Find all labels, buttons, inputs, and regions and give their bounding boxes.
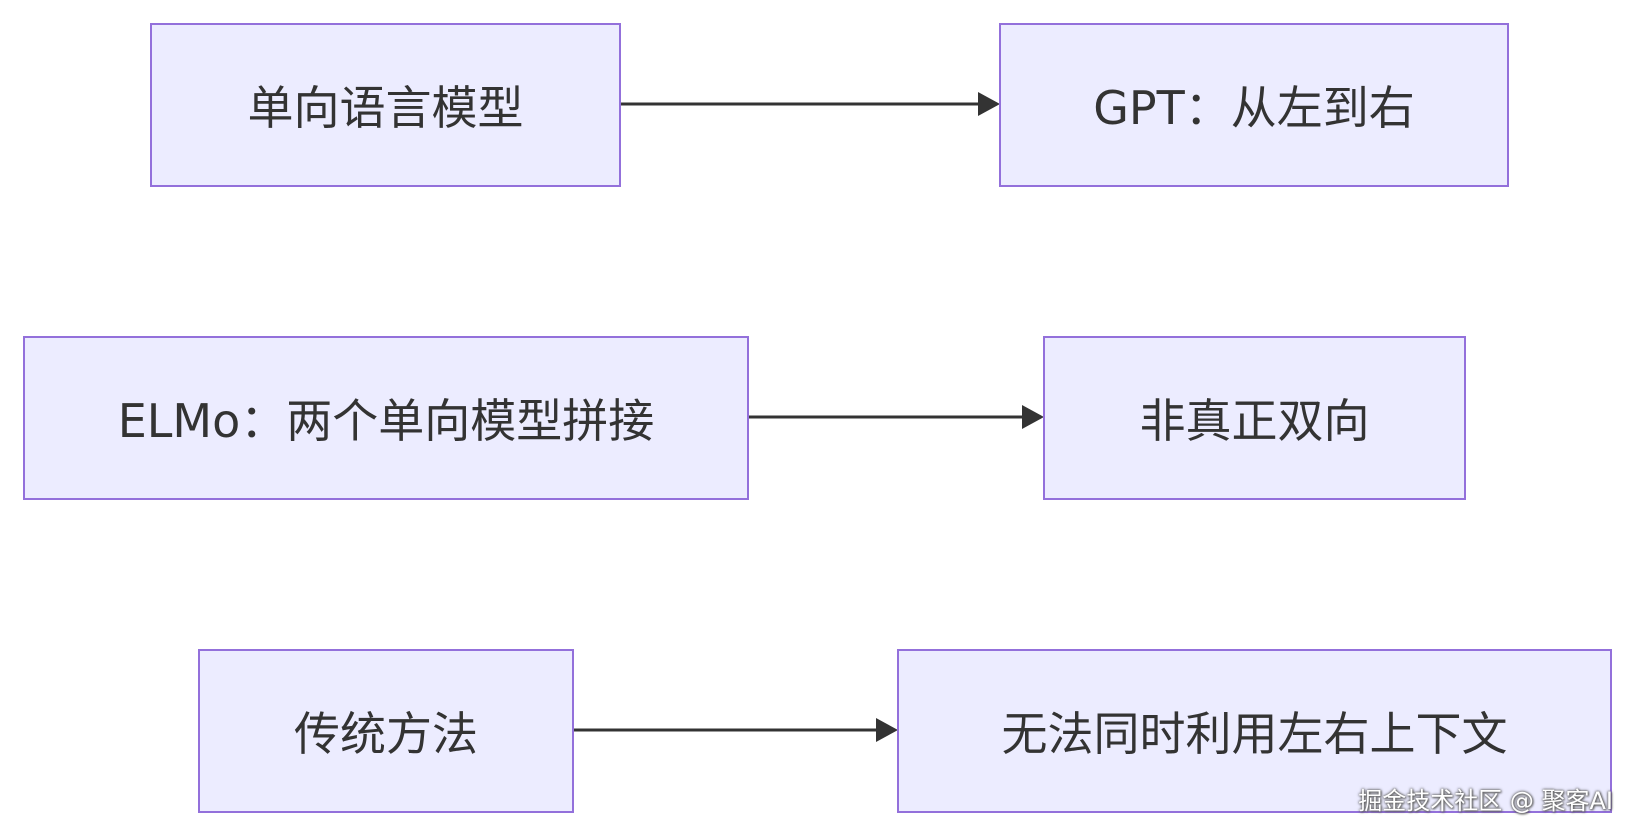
node-elmo: ELMo：两个单向模型拼接 xyxy=(23,336,749,500)
node-unidirectional-lm: 单向语言模型 xyxy=(150,23,621,187)
edge-n1-n2-arrowhead xyxy=(978,92,1000,116)
edge-n3-n4-arrowhead xyxy=(1022,405,1044,429)
node-traditional-methods-label: 传统方法 xyxy=(294,707,478,761)
node-cannot-use-both-contexts: 无法同时利用左右上下文 xyxy=(897,649,1612,813)
watermark: 掘金技术社区 @ 聚客AI xyxy=(1358,787,1613,815)
node-not-truly-bidirectional: 非真正双向 xyxy=(1043,336,1466,500)
node-gpt-label: GPT：从左到右 xyxy=(1093,81,1415,135)
node-cannot-use-both-contexts-label: 无法同时利用左右上下文 xyxy=(1001,707,1508,761)
node-unidirectional-lm-label: 单向语言模型 xyxy=(247,81,524,135)
node-elmo-label: ELMo：两个单向模型拼接 xyxy=(117,394,655,448)
node-not-truly-bidirectional-label: 非真正双向 xyxy=(1139,394,1370,448)
node-gpt: GPT：从左到右 xyxy=(999,23,1509,187)
edge-n5-n6-arrowhead xyxy=(876,718,898,742)
node-traditional-methods: 传统方法 xyxy=(198,649,574,813)
